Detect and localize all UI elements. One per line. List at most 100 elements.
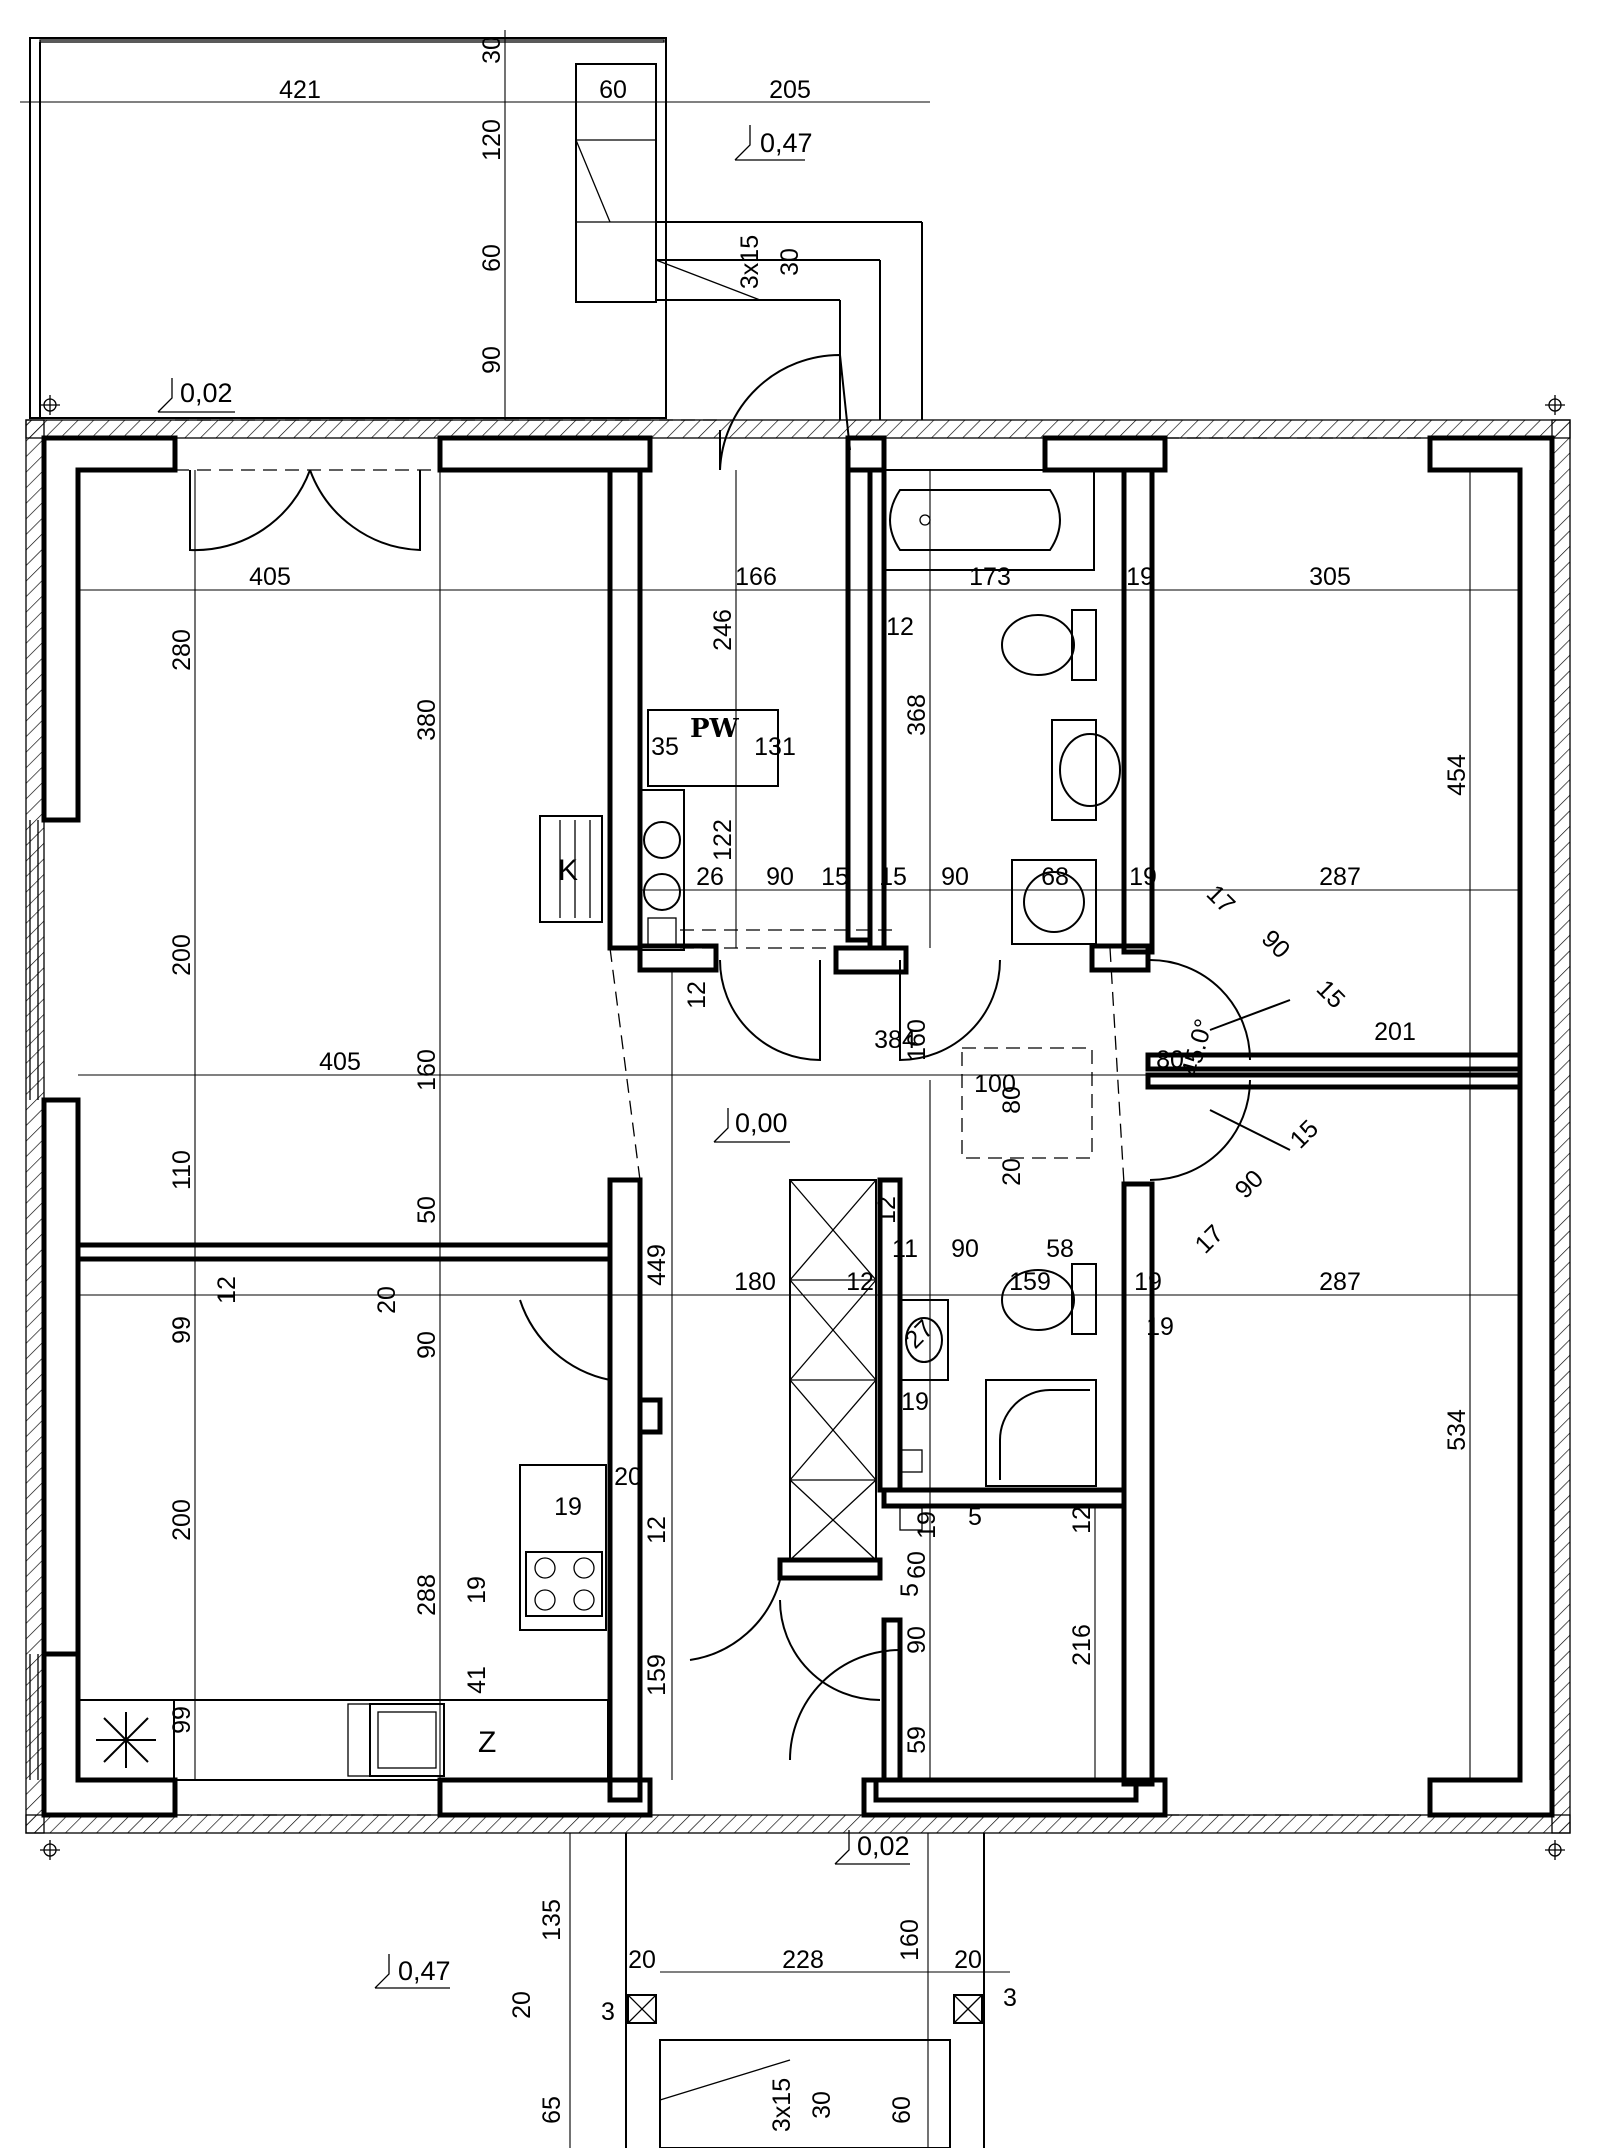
- dim-text: 80: [1156, 1046, 1184, 1074]
- dim-text: 19: [1134, 1268, 1162, 1296]
- dim-text: 205: [769, 76, 811, 104]
- dim-text: 228: [782, 1946, 824, 1974]
- dim-text: 180: [734, 1268, 776, 1296]
- dim-text: 26: [696, 863, 724, 891]
- dim-text: 58: [1046, 1235, 1074, 1263]
- dim-text: 60: [903, 1551, 931, 1579]
- dim-text: 280: [168, 629, 196, 671]
- dim-text: 90: [1230, 1165, 1269, 1204]
- dim-text: 287: [1319, 863, 1361, 891]
- drain-icon-2: [899, 1507, 923, 1531]
- dim-text: 421: [279, 76, 321, 104]
- dim-text: 20: [508, 1991, 536, 2019]
- level-text: 0,02: [857, 1831, 910, 1861]
- dim-text: 305: [1309, 563, 1351, 591]
- dim-text: 173: [969, 563, 1011, 591]
- grid-markers: [40, 395, 1565, 1860]
- dim-text: 59: [903, 1726, 931, 1754]
- door-swings: [189, 353, 1291, 1761]
- dim-text: 17: [1190, 1220, 1229, 1259]
- dim-text: 19: [913, 1511, 941, 1539]
- dim-text: 216: [1068, 1624, 1096, 1666]
- k-label: K: [558, 854, 578, 887]
- level-text: 0,47: [398, 1956, 451, 1986]
- level-text: 0,02: [180, 378, 233, 408]
- dimension-lines: [20, 30, 1520, 2148]
- dim-text: 99: [168, 1706, 196, 1734]
- dim-text: 201: [1374, 1018, 1416, 1046]
- dim-text: 12: [873, 1196, 901, 1224]
- dim-text: 5: [968, 1503, 982, 1531]
- dim-text: 384: [874, 1026, 916, 1054]
- dim-text: 90: [903, 1626, 931, 1654]
- dim-text: 12: [213, 1276, 241, 1304]
- dim-text: 287: [1319, 1268, 1361, 1296]
- toilet-icon: [1001, 609, 1097, 681]
- dim-text: 12: [1068, 1506, 1096, 1534]
- dim-text: 12: [683, 981, 711, 1009]
- dim-text: 99: [168, 1316, 196, 1344]
- dim-text: 30: [478, 36, 506, 64]
- dim-text: 405: [249, 563, 291, 591]
- dim-text: 90: [1256, 925, 1295, 964]
- dim-text: 15: [821, 863, 849, 891]
- dim-text: 17: [1201, 880, 1240, 919]
- wardrobe-icon: [789, 1179, 877, 1561]
- dim-text: 160: [413, 1049, 441, 1091]
- dim-text: 110: [168, 1150, 196, 1190]
- kitchen-stove-top-icon: [639, 789, 685, 951]
- fixtures: [77, 469, 1121, 1781]
- attic-hatch: [961, 1047, 1093, 1159]
- dim-text: 12: [886, 613, 914, 641]
- dim-text: 30: [808, 2091, 836, 2119]
- dim-text: 131: [754, 733, 796, 761]
- dim-text: 19: [463, 1576, 491, 1604]
- dim-text: 3x15: [736, 235, 764, 289]
- dim-text: 90: [941, 863, 969, 891]
- level-text: 0,47: [760, 128, 813, 158]
- dim-text: 80: [998, 1086, 1026, 1114]
- dim-text: 20: [373, 1286, 401, 1314]
- bathtub-icon: [883, 469, 1095, 571]
- dim-text: 288: [413, 1574, 441, 1616]
- dim-text: 60: [888, 2096, 916, 2124]
- kitchen-counter-icon: [77, 1464, 609, 1781]
- dim-text: 19: [554, 1493, 582, 1521]
- dim-text: 65: [538, 2096, 566, 2124]
- dim-text: 160: [896, 1919, 924, 1961]
- dim-text: 3: [601, 1998, 615, 2026]
- dim-text: 449: [643, 1244, 671, 1286]
- sink-icon-2: [899, 1299, 949, 1381]
- dim-text: 200: [168, 1499, 196, 1541]
- dim-text: 166: [735, 563, 777, 591]
- dim-text: 454: [1443, 754, 1471, 796]
- dim-text: 20: [628, 1946, 656, 1974]
- pantry-box: [647, 709, 779, 787]
- dim-text: 15: [1311, 975, 1350, 1014]
- interior-walls: [75, 467, 1523, 1803]
- dim-text: 30: [776, 248, 804, 276]
- dim-text: 90: [413, 1331, 441, 1359]
- dim-text: 11: [892, 1235, 918, 1263]
- dim-text: 15: [879, 863, 907, 891]
- dim-text: 19: [1126, 563, 1154, 591]
- level-markers: [157, 125, 910, 1989]
- dim-text: 41: [463, 1666, 491, 1694]
- dim-text: 20: [998, 1158, 1026, 1186]
- stairs-bottom: [625, 1833, 985, 2148]
- exterior-walls: [25, 419, 1571, 1834]
- dim-text: 19: [1129, 863, 1157, 891]
- level-text: 0,00: [735, 1108, 788, 1138]
- dim-text: 368: [903, 694, 931, 736]
- dim-text: 159: [643, 1654, 671, 1696]
- dim-text: 12: [846, 1268, 874, 1296]
- dim-text: 19: [901, 1388, 929, 1416]
- dim-text: 50: [413, 1196, 441, 1224]
- dim-text: 12: [643, 1516, 671, 1544]
- dim-text: 20: [954, 1946, 982, 1974]
- dim-text: 20: [614, 1463, 642, 1491]
- dim-text: 246: [709, 609, 737, 651]
- dim-text: 200: [168, 934, 196, 976]
- dim-text: 68: [1041, 863, 1069, 891]
- toilet-icon-2: [1001, 1263, 1097, 1335]
